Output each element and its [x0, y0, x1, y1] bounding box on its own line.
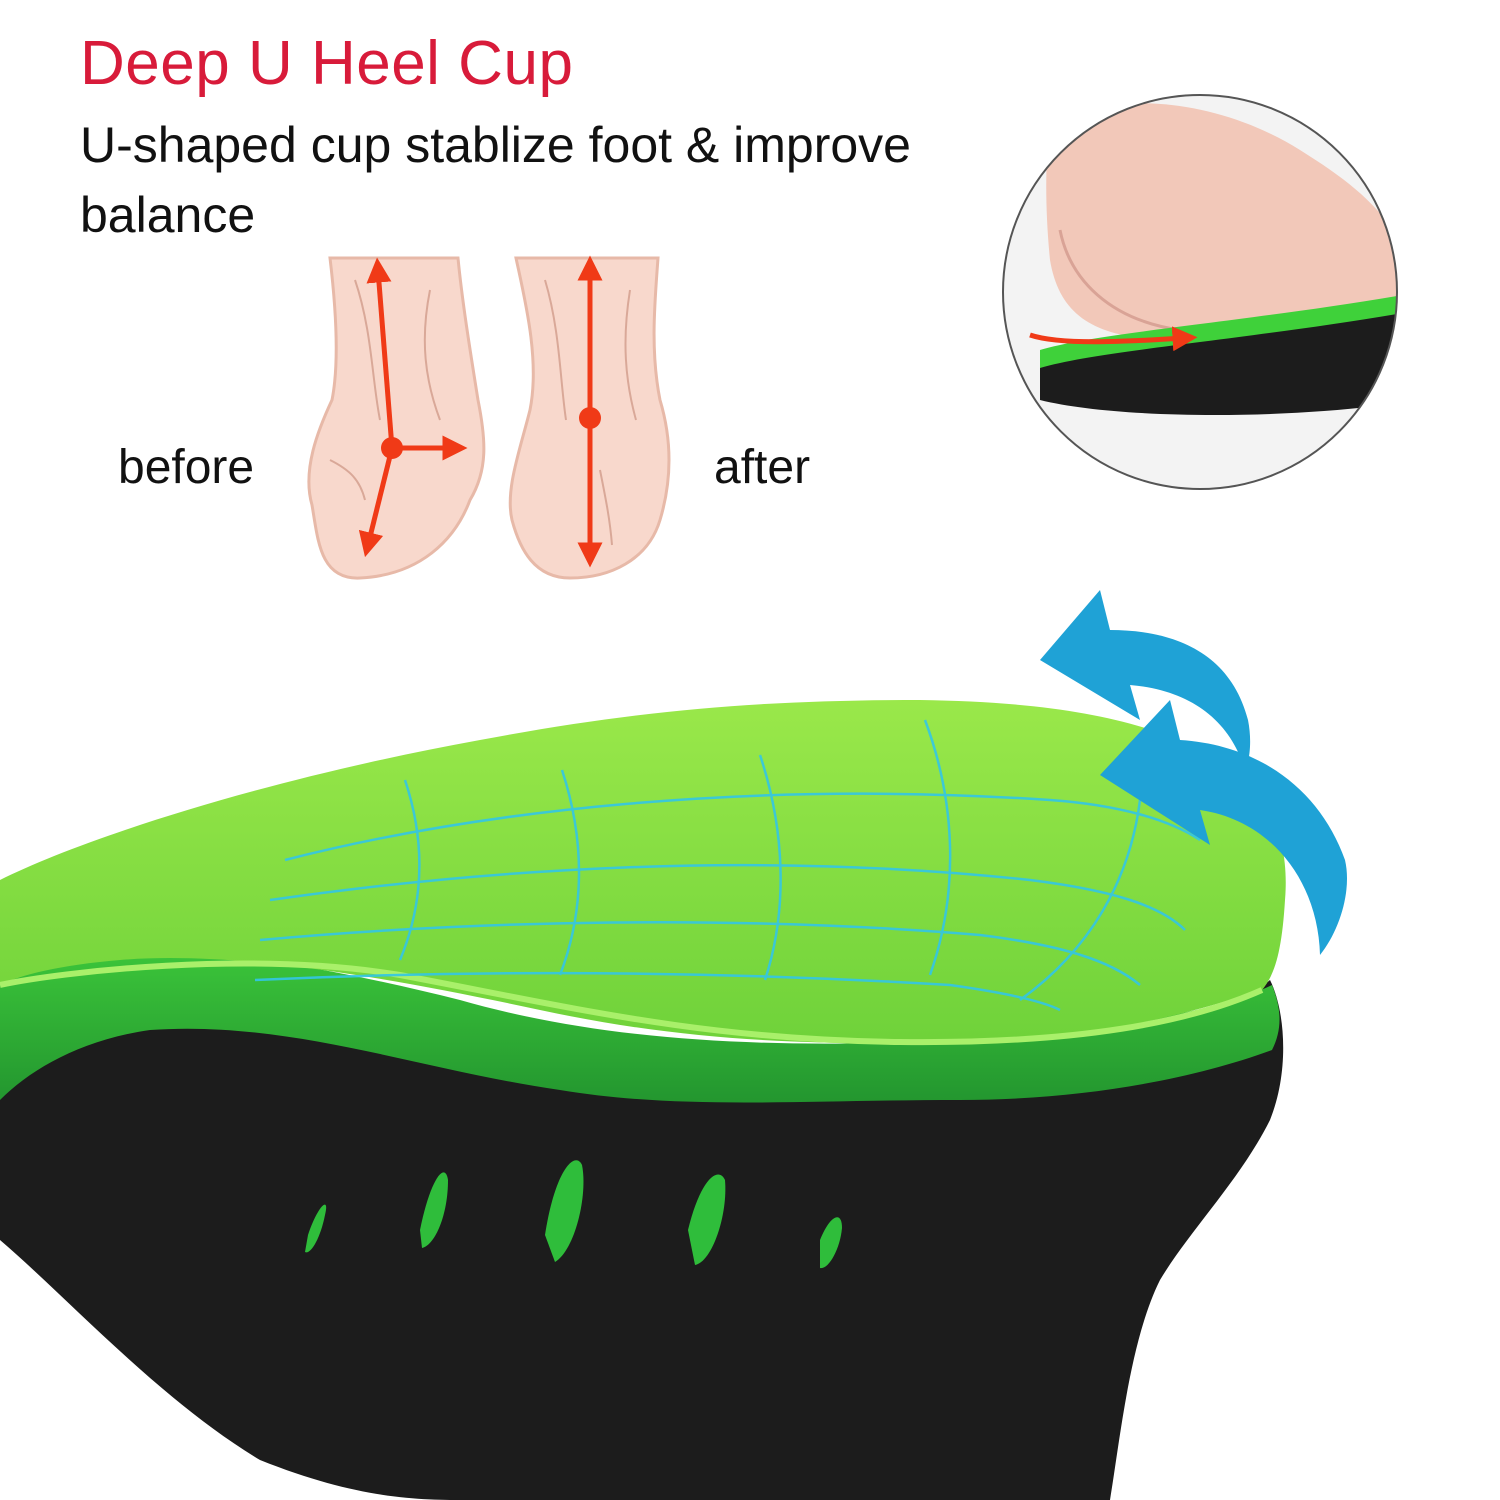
insole-base — [0, 980, 1284, 1500]
after-heel-icon — [508, 255, 671, 580]
subtitle: U-shaped cup stablize foot & improve bal… — [80, 117, 911, 243]
insole-top-surface — [0, 700, 1286, 1044]
curved-blue-arrows-icon — [1040, 590, 1348, 955]
ventilation-slots — [305, 1160, 842, 1269]
insole-edge — [0, 947, 1280, 1103]
before-heel-icon — [307, 256, 486, 580]
before-label: before — [118, 441, 255, 494]
after-label: after — [714, 441, 811, 494]
heel-closeup-inset — [1002, 94, 1398, 490]
heel-comparison-illustration — [307, 94, 1398, 580]
headline: Deep U Heel Cup — [80, 29, 574, 98]
support-grid-icon — [254, 719, 1201, 1012]
